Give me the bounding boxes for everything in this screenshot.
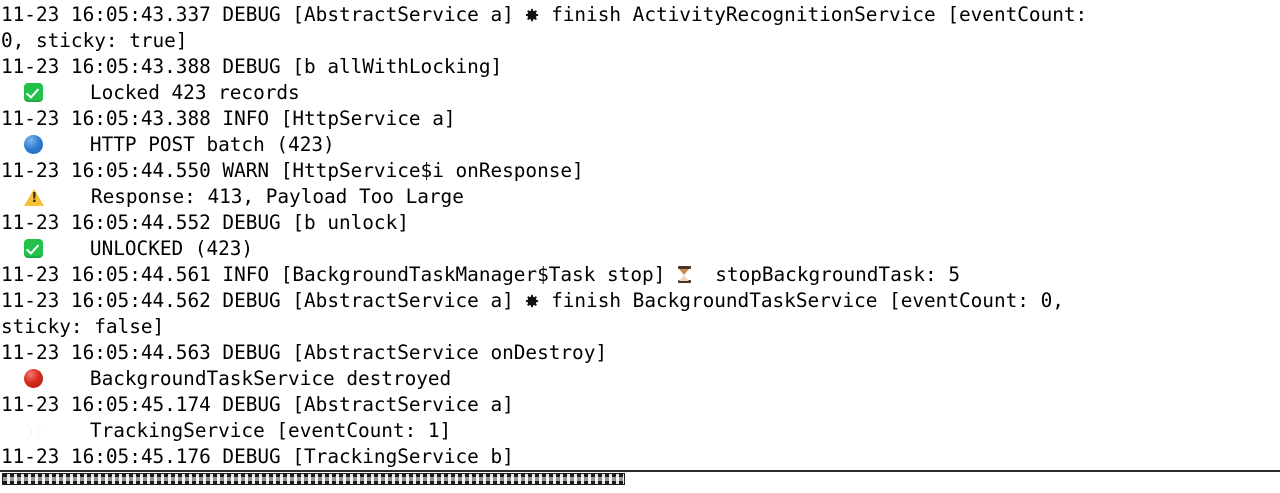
red-circle-icon xyxy=(24,369,44,388)
log-line-message: HTTP POST batch (423) xyxy=(43,133,335,156)
log-line-text: 11-23 16:05:44.550 WARN [HttpService$i o… xyxy=(1,159,584,182)
gear-icon xyxy=(525,8,539,22)
log-line-text: 11-23 16:05:44.562 DEBUG [AbstractServic… xyxy=(1,289,526,312)
blue-circle-icon xyxy=(24,135,44,154)
log-line-text: sticky: false] xyxy=(1,315,165,338)
log-line-message: Locked 423 records xyxy=(43,81,300,104)
log-line-text: 11-23 16:05:44.563 DEBUG [AbstractServic… xyxy=(1,341,608,364)
log-line-message: TrackingService [eventCount: 1] xyxy=(43,419,452,442)
log-line-text xyxy=(1,367,24,390)
log-line: Locked 423 records xyxy=(0,80,1280,106)
horizontal-scrollbar-track[interactable] xyxy=(0,472,1280,491)
log-line-text: 11-23 16:05:45.176 DEBUG [TrackingServic… xyxy=(1,445,514,468)
log-line: TrackingService [eventCount: 1] xyxy=(0,418,1280,444)
log-output-viewport[interactable]: 11-23 16:05:43.337 DEBUG [AbstractServic… xyxy=(0,0,1280,470)
log-line: 11-23 16:05:44.562 DEBUG [AbstractServic… xyxy=(0,288,1280,314)
log-line: 11-23 16:05:43.388 DEBUG [b allWithLocki… xyxy=(0,54,1280,80)
log-line-text: 11-23 16:05:43.337 DEBUG [AbstractServic… xyxy=(1,3,526,26)
log-line-wrapped: 0, sticky: true] xyxy=(0,28,1280,54)
log-line: UNLOCKED (423) xyxy=(0,236,1280,262)
tennis-ball-icon xyxy=(24,421,44,440)
hourglass-icon xyxy=(677,265,692,284)
log-line: 11-23 16:05:44.552 DEBUG [b unlock] xyxy=(0,210,1280,236)
horizontal-scrollbar-thumb[interactable] xyxy=(2,473,625,485)
green-check-icon xyxy=(24,239,44,258)
log-line-message: stopBackgroundTask: 5 xyxy=(691,263,960,286)
log-line: 11-23 16:05:43.337 DEBUG [AbstractServic… xyxy=(0,2,1280,28)
log-line-text: 11-23 16:05:44.552 DEBUG [b unlock] xyxy=(1,211,409,234)
log-line: 11-23 16:05:44.561 INFO [BackgroundTaskM… xyxy=(0,262,1280,288)
log-line-text xyxy=(1,133,24,156)
log-line-text xyxy=(1,237,24,260)
log-line: 11-23 16:05:44.563 DEBUG [AbstractServic… xyxy=(0,340,1280,366)
log-line-text: 11-23 16:05:43.388 INFO [HttpService a] xyxy=(1,107,456,130)
horizontal-scrollbar[interactable] xyxy=(0,470,1280,493)
log-line: 11-23 16:05:45.176 DEBUG [TrackingServic… xyxy=(0,444,1280,470)
log-line: HTTP POST batch (423) xyxy=(0,132,1280,158)
log-line-message: finish ActivityRecognitionService [event… xyxy=(539,3,1088,26)
log-line-text: 0, sticky: true] xyxy=(1,29,188,52)
log-line-text xyxy=(1,81,24,104)
log-line-text xyxy=(1,419,24,442)
log-line-message: Response: 413, Payload Too Large xyxy=(44,185,464,208)
log-line-message: UNLOCKED (423) xyxy=(43,237,254,260)
log-line-message: finish BackgroundTaskService [eventCount… xyxy=(539,289,1064,312)
log-line: 11-23 16:05:44.550 WARN [HttpService$i o… xyxy=(0,158,1280,184)
log-line-text: 11-23 16:05:44.561 INFO [BackgroundTaskM… xyxy=(1,263,677,286)
log-line-text: 11-23 16:05:43.388 DEBUG [b allWithLocki… xyxy=(1,55,503,78)
green-check-icon xyxy=(24,83,44,102)
gear-icon xyxy=(525,294,539,308)
log-line-list: 11-23 16:05:43.337 DEBUG [AbstractServic… xyxy=(0,2,1280,470)
warning-icon xyxy=(24,188,45,206)
log-line: 11-23 16:05:45.174 DEBUG [AbstractServic… xyxy=(0,392,1280,418)
log-line-message: BackgroundTaskService destroyed xyxy=(43,367,452,390)
log-line: 11-23 16:05:43.388 INFO [HttpService a] xyxy=(0,106,1280,132)
log-line: Response: 413, Payload Too Large xyxy=(0,184,1280,210)
log-line-wrapped: sticky: false] xyxy=(0,314,1280,340)
log-line-text xyxy=(1,185,24,208)
log-line: BackgroundTaskService destroyed xyxy=(0,366,1280,392)
log-line-text: 11-23 16:05:45.174 DEBUG [AbstractServic… xyxy=(1,393,514,416)
